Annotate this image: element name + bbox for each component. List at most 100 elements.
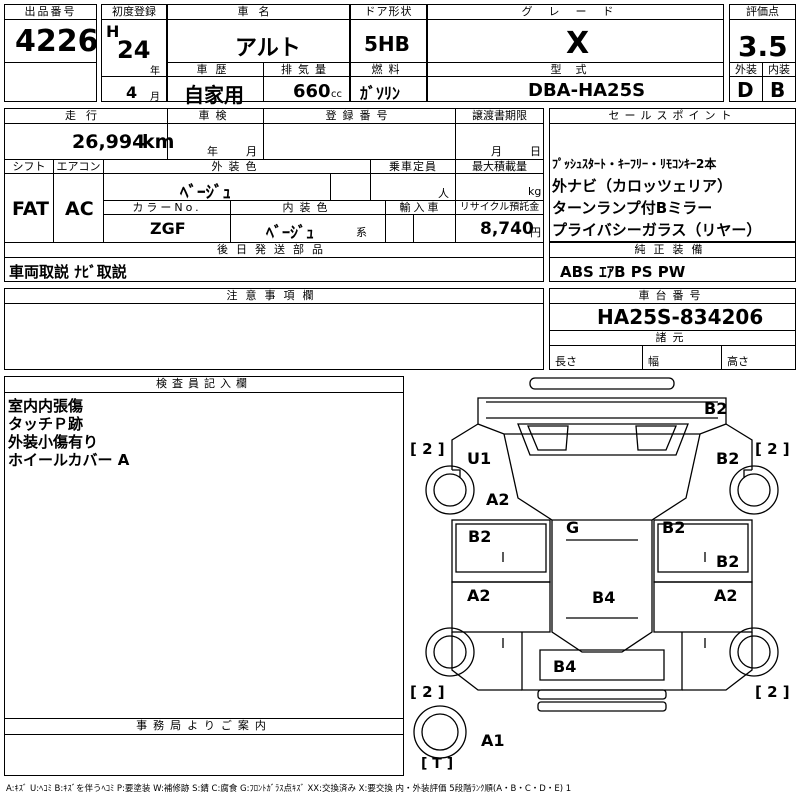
history-label: 車歴 — [167, 62, 264, 77]
inspection-year: 年 — [207, 145, 218, 158]
lot-number-label: 出品番号 — [4, 4, 97, 20]
grade-label: グレード — [427, 4, 724, 20]
fuel-label: 燃料 — [350, 62, 427, 77]
inspector-line-2: タッチＰ跡 — [8, 415, 84, 433]
max-load-label: 最大積載量 — [455, 159, 544, 174]
sales-point-label: セールスポイント — [549, 108, 796, 124]
tire-rear-left: [ 2 ] — [410, 683, 445, 701]
year-unit: 年 — [150, 66, 160, 77]
inspector-line-1: 室内内張傷 — [8, 397, 84, 415]
exterior-color: ﾍﾞｰｼﾞｭ — [180, 183, 231, 203]
height-label: 高さ — [727, 355, 749, 368]
recycle-label: リサイクル預託金 — [455, 200, 544, 215]
interior-score: B — [770, 78, 786, 102]
width-label: 幅 — [648, 355, 659, 368]
capacity-label: 乗車定員 — [370, 159, 456, 174]
fuel: ｶﾞｿﾘﾝ — [360, 84, 401, 103]
color-number: ZGF — [150, 219, 186, 238]
chassis-number: HA25S-834206 — [597, 305, 764, 329]
tire-front-right: [ 2 ] — [755, 440, 790, 458]
month-unit: 月 — [150, 92, 160, 103]
registration-year: 24 — [117, 36, 151, 64]
ac: AC — [65, 198, 94, 220]
later-parts-label: 後日発送部品 — [4, 242, 544, 258]
door-label: ドア形状 — [350, 4, 427, 20]
recycle-fee: 8,740 — [480, 219, 534, 239]
shift-label: シフト — [4, 159, 54, 174]
mileage-unit: km — [142, 131, 175, 153]
inspector-label: 検査員記入欄 — [4, 376, 404, 393]
door-type: 5HB — [364, 32, 410, 56]
lot-number: 4226 — [15, 24, 99, 59]
model: DBA-HA25S — [528, 80, 646, 101]
exterior-color-label: 外装色 — [103, 159, 371, 174]
interior-label: 内装 — [762, 62, 796, 77]
mark-b2-door-right: B2 — [716, 552, 740, 571]
dims-label: 諸元 — [549, 330, 796, 346]
mark-u1: U1 — [467, 449, 492, 468]
inspection-month: 月 — [246, 145, 257, 158]
inspector-line-4: ホイールカバー A — [8, 451, 130, 469]
history: 自家用 — [184, 83, 244, 107]
sales-point-2: 外ナビ（カロッツェリア） — [552, 177, 733, 195]
transfer-day: 日 — [530, 145, 541, 158]
mark-a2-door-left: A2 — [467, 586, 491, 605]
later-parts: 車両取説 ﾅﾋﾞ取説 — [9, 263, 127, 281]
transfer-month: 月 — [491, 145, 502, 158]
mark-a2-fender-left: A2 — [486, 490, 510, 509]
registration-month: 4 — [126, 83, 138, 102]
shift: FAT — [12, 198, 49, 220]
displacement-label: 排気量 — [263, 62, 350, 77]
first-registration-label: 初度登録 — [101, 4, 167, 20]
notes-label: 注意事項欄 — [4, 288, 544, 304]
mark-b2-front: B2 — [704, 399, 728, 418]
exterior-score: D — [737, 78, 754, 102]
displacement-unit: cc — [331, 89, 342, 100]
car-diagram — [413, 377, 779, 759]
model-label: 型式 — [427, 62, 724, 77]
mark-b4-rear: B4 — [553, 657, 577, 676]
mark-a1-spare: A1 — [481, 731, 505, 750]
tire-front-left: [ 2 ] — [410, 440, 445, 458]
car-name-label: 車名 — [167, 4, 350, 20]
length-label: 長さ — [555, 355, 577, 368]
mileage-label: 走行 — [4, 108, 168, 124]
mark-b4-roof: B4 — [592, 588, 616, 607]
interior-color-suffix: 系 — [356, 226, 367, 239]
capacity-unit: 人 — [438, 187, 449, 200]
displacement: 660 — [293, 81, 331, 102]
inspection-label: 車検 — [167, 108, 264, 124]
inspector-line-3: 外装小傷有り — [8, 433, 99, 451]
ac-label: エアコン — [53, 159, 104, 174]
recycle-unit: 円 — [530, 226, 541, 239]
office-label: 事務局よりご案内 — [4, 718, 404, 735]
score-label: 評価点 — [729, 4, 796, 20]
mark-g: G — [566, 518, 580, 537]
exterior-label: 外装 — [729, 62, 763, 77]
tire-rear-right: [ 2 ] — [755, 683, 790, 701]
sales-point-1: ﾌﾟｯｼｭｽﾀｰﾄ・ｷｰﾌﾘｰ・ﾘﾓｺﾝｷｰ2本 — [552, 157, 717, 171]
era: H — [106, 22, 120, 41]
registration-number-label: 登録番号 — [263, 108, 456, 124]
grade: X — [566, 26, 590, 61]
mark-b2-fender-right: B2 — [716, 449, 740, 468]
sales-point-3: ターンランプ付Bミラー — [552, 199, 713, 217]
mark-a2-door-right: A2 — [714, 586, 738, 605]
equipment: ABS ｴｱB PS PW — [560, 263, 686, 281]
transfer-deadline-label: 譲渡書期限 — [455, 108, 544, 124]
interior-color-label: 内装色 — [230, 200, 386, 215]
sales-point-4: プライバシーガラス（リヤー） — [552, 221, 762, 239]
equipment-label: 純正装備 — [549, 242, 796, 258]
mark-b2-pillar-right: B2 — [662, 518, 686, 537]
car-name: アルト — [235, 36, 301, 61]
legend: A:ｷｽﾞ U:ﾍｺﾐ B:ｷｽﾞを伴うﾍｺﾐ P:要塗装 W:補修跡 S:錆 … — [6, 784, 572, 794]
import-label: 輸入車 — [385, 200, 456, 215]
max-load-unit: kg — [528, 185, 542, 198]
spare-tire-mark: [ T ] — [421, 756, 454, 772]
interior-color: ﾍﾞｰｼﾞｭ — [266, 223, 315, 242]
color-number-label: カラーNo. — [103, 200, 231, 215]
chassis-label: 車台番号 — [549, 288, 796, 304]
mark-b2-door-left: B2 — [468, 527, 492, 546]
mileage: 26,994 — [72, 131, 146, 153]
score: 3.5 — [738, 30, 788, 63]
